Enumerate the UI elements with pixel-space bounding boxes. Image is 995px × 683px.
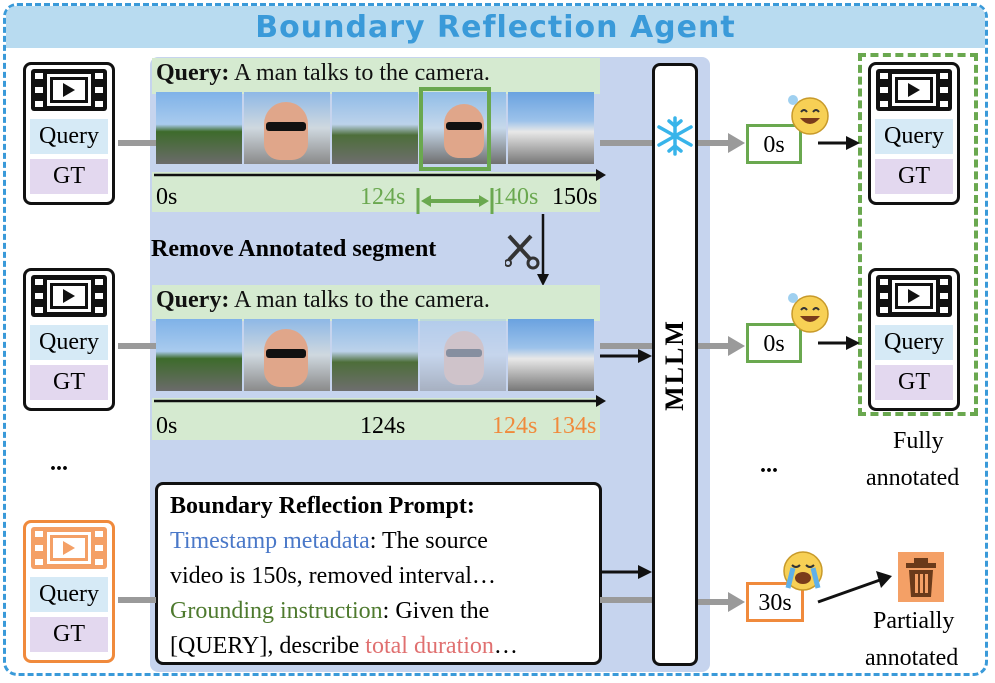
query-bar-2: [152, 285, 600, 321]
card-query-label: Query: [30, 119, 108, 154]
happy-emoji-icon: [788, 293, 829, 333]
time-134s-orange: 134s: [551, 413, 597, 439]
frame-street: [156, 319, 242, 391]
query-bar-1: [152, 58, 600, 94]
prompt-line-4: [QUERY], describe total duration…: [170, 633, 518, 659]
mllm-block: MLLM: [652, 63, 698, 666]
boundary-reflection-prompt: Boundary Reflection Prompt: Timestamp me…: [155, 482, 602, 665]
remove-segment-label: Remove Annotated segment: [151, 236, 437, 262]
time-0s: 0s: [156, 184, 178, 210]
timeline-bar-2: [152, 398, 600, 440]
output-card-1: Query GT: [868, 62, 960, 205]
prompt-line-2: video is 150s, removed interval…: [170, 563, 496, 589]
time-0s: 0s: [156, 413, 178, 439]
time-124s: 124s: [360, 413, 406, 439]
fully-label-2: annotated: [866, 465, 960, 491]
timeline-axis-2: [154, 395, 606, 407]
card-query-label: Query: [30, 577, 108, 612]
segment-span-arrow: [416, 188, 494, 214]
frame-road: [332, 319, 418, 391]
output-box-2: 0s: [746, 323, 802, 363]
time-140s: 140s: [493, 184, 539, 210]
time-124s-orange: 124s: [492, 413, 538, 439]
left-ellipsis: ...: [50, 450, 68, 476]
card-query-label: Query: [875, 325, 953, 360]
frame-face-2: [420, 92, 506, 164]
frame-house: [508, 92, 594, 164]
card-gt-label: GT: [30, 365, 108, 400]
fully-annotated-group: [858, 53, 978, 416]
trash-icon: [898, 552, 944, 602]
prompt-line-3: Grounding instruction: Given the: [170, 598, 490, 624]
timeline-bar-1: [152, 172, 600, 212]
fully-label-1: Fully: [893, 428, 944, 454]
video-frames-2: [156, 319, 596, 391]
output-card-2: Query GT: [868, 268, 960, 411]
agent-frame: [3, 3, 988, 676]
query-text-1: Query: A man talks to the camera.: [156, 60, 490, 86]
snowflake-icon: [657, 116, 693, 156]
scissors-icon: [505, 234, 540, 270]
output-box-1: 0s: [746, 124, 802, 164]
frame-road: [332, 92, 418, 164]
card-query-label: Query: [30, 325, 108, 360]
diagram-title: Boundary Reflection Agent: [255, 9, 736, 45]
query-text-2: Query: A man talks to the camera.: [156, 287, 490, 313]
prompt-line-1: Timestamp metadata: The source: [170, 528, 488, 554]
time-150s: 150s: [552, 184, 598, 210]
card-query-label: Query: [875, 119, 953, 154]
frame-street: [156, 92, 242, 164]
remove-arrow: [537, 214, 549, 286]
frame-face: [244, 92, 330, 164]
input-card-2: Query GT: [23, 268, 115, 411]
frame-house: [508, 319, 594, 391]
timeline-axis-1: [154, 169, 606, 181]
card-gt-label: GT: [30, 159, 108, 194]
video-frames-1: [156, 92, 596, 164]
time-124s: 124s: [360, 184, 406, 210]
crying-emoji-icon: [783, 551, 823, 591]
title-bar: Boundary Reflection Agent: [6, 6, 985, 48]
annotated-segment-highlight: [419, 87, 491, 171]
card-gt-label: GT: [875, 365, 953, 400]
partial-label-1: Partially: [873, 608, 955, 634]
frame-face: [244, 319, 330, 391]
input-card-1: Query GT: [23, 62, 115, 205]
partial-label-2: annotated: [865, 645, 959, 671]
prompt-title: Boundary Reflection Prompt:: [170, 493, 475, 519]
frame-removed-faded: [420, 319, 506, 391]
input-card-3: Query GT: [23, 520, 115, 663]
happy-emoji-icon: [788, 95, 829, 135]
card-gt-label: GT: [875, 159, 953, 194]
card-gt-label: GT: [30, 617, 108, 652]
right-ellipsis: ...: [760, 452, 778, 478]
